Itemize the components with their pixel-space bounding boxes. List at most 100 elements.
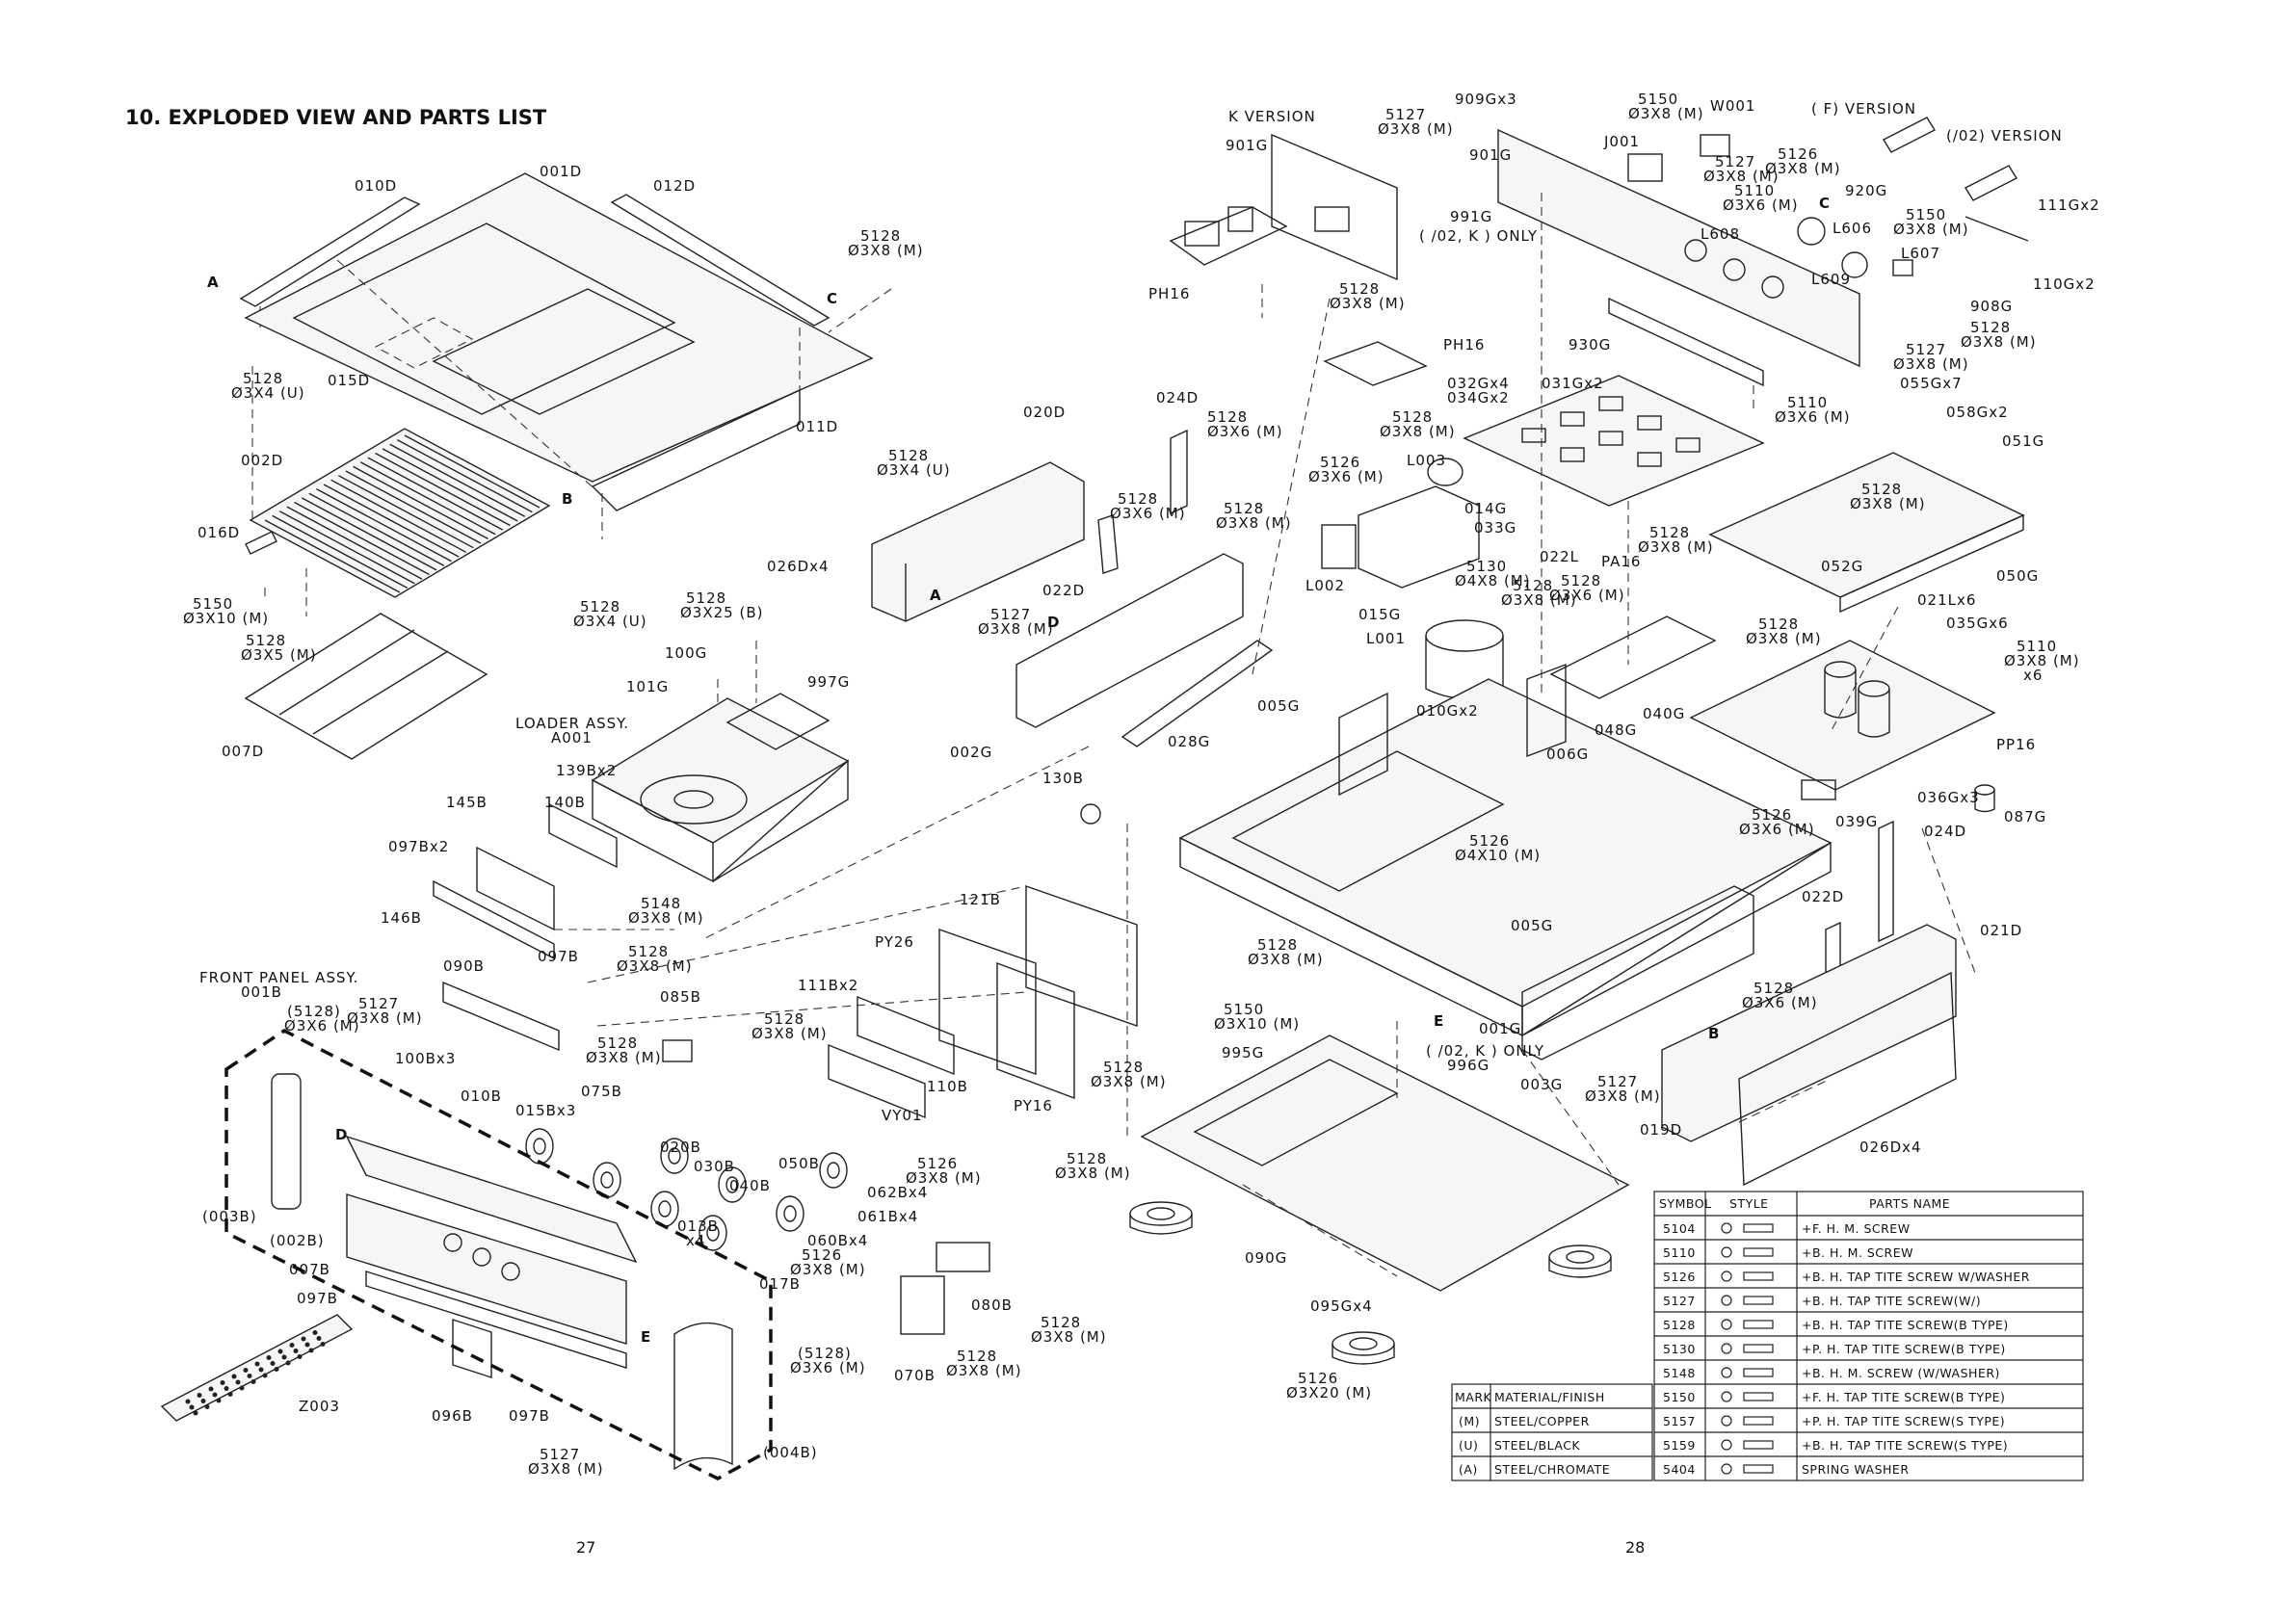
callout-s5127d1: 5127: [1385, 106, 1426, 123]
callout-s5128q2: Ø3X8 (M): [946, 1362, 1022, 1379]
callout-026dx4b: 026Dx4: [1859, 1139, 1922, 1156]
callout-097b1: 097B: [538, 948, 579, 965]
part-010b: [345, 1135, 638, 1264]
rear-panel-left-group: [702, 429, 1274, 940]
callout-s5128u1: 5128: [1392, 408, 1433, 426]
callout-s5128a2: Ø3X8 (M): [848, 242, 924, 259]
callout-s5126e2: Ø3X6 (M): [1739, 821, 1815, 838]
part-pa16: [1463, 375, 1765, 507]
callout-062bx4: 062Bx4: [867, 1184, 928, 1201]
callout-py16: PY16: [1014, 1097, 1053, 1114]
callout-s5126b1: 5126: [802, 1246, 842, 1264]
part-007b-front: [346, 1193, 627, 1345]
part-080b: [936, 1242, 990, 1272]
sym-row-6-symbol: 5148: [1663, 1366, 1696, 1380]
part-003b: [271, 1073, 302, 1210]
part-110g: [1892, 259, 1913, 276]
callout-s5126g2: Ø3X20 (M): [1286, 1384, 1372, 1401]
callout-007b: 007B: [289, 1261, 330, 1278]
sym-row-5-parts-name: +P. H. TAP TITE SCREW(B TYPE): [1802, 1342, 2006, 1356]
callout-s5128p2: Ø3X8 (M): [1031, 1328, 1107, 1346]
part-001d-top-cover: [244, 172, 874, 483]
screw-head-icon: [1721, 1391, 1732, 1402]
callout-s5128c1: 5128: [888, 447, 929, 464]
sym-row-10-parts-name: SPRING WASHER: [1802, 1462, 1910, 1477]
callout-j001: J001: [1603, 133, 1640, 150]
callout-930g: 930G: [1569, 336, 1611, 354]
callout-l001: L001: [1366, 630, 1406, 647]
callout-s5126c1: 5126: [1778, 145, 1818, 163]
callout-048g: 048G: [1595, 721, 1637, 739]
callout-s5128k1: 5128: [628, 943, 669, 960]
callout-014g: 014G: [1464, 500, 1507, 517]
callout-arrowC2: C: [1819, 195, 1831, 212]
callout-arrowB2: B: [1708, 1025, 1720, 1042]
mat-row-2-mark: (A): [1459, 1462, 1478, 1477]
part-096b: [452, 1319, 492, 1378]
part-011d: [591, 388, 801, 511]
callout-034gx2: 034Gx2: [1447, 389, 1510, 406]
screw-shank-icon: [1743, 1271, 1774, 1281]
top-cover-group: [239, 172, 892, 760]
part-146b: [433, 879, 555, 960]
callout-013b: 013B: [677, 1218, 719, 1235]
callout-130b: 130B: [1042, 770, 1084, 787]
callout-901g1: 901G: [1226, 137, 1268, 154]
screw-shank-icon: [1743, 1320, 1774, 1329]
callout-l608: L608: [1701, 225, 1740, 243]
sym-header-parts-name: PARTS NAME: [1869, 1196, 1950, 1211]
mat-row-0-mark: (M): [1459, 1414, 1480, 1428]
part-145b: [476, 846, 555, 931]
part-vy01: [828, 1043, 926, 1119]
callout-040b: 040B: [729, 1177, 771, 1194]
callout-s5150c2: Ø3X8 (M): [1893, 221, 1969, 238]
callout-fver: ( F) VERSION: [1811, 100, 1916, 118]
callout-l607: L607: [1901, 245, 1940, 262]
callout-s5128y2: Ø3X8 (M): [1746, 630, 1822, 647]
sym-row-2-parts-name: +B. H. TAP TITE SCREW W/WASHER: [1802, 1270, 2030, 1284]
callout-028g: 028G: [1168, 733, 1210, 750]
callout-arrowE1: E: [641, 1328, 651, 1346]
part-090g-bottom: [1140, 1035, 1630, 1292]
callout-s5128g1: 5128: [1207, 408, 1248, 426]
part-l002: [1321, 524, 1357, 569]
callout-139bx2: 139Bx2: [556, 762, 617, 779]
callout-s5128b2: Ø3X4 (U): [231, 384, 305, 402]
callout-s5128e1: 5128: [580, 598, 620, 616]
screw-head-icon: [1721, 1367, 1732, 1378]
callout-s5127f1: 5127: [1906, 341, 1946, 358]
callout-arrowD1: D: [1047, 614, 1060, 631]
part-090b: [442, 981, 560, 1052]
screw-shank-icon: [1743, 1464, 1774, 1474]
screw-head-icon: [1721, 1343, 1732, 1354]
callout-051g: 051G: [2002, 432, 2044, 450]
callout-s5126d1: 5126: [1320, 454, 1360, 471]
callout-s5127e2: Ø3X8 (M): [1703, 168, 1780, 185]
callout-x6: x6: [2023, 667, 2043, 684]
screw-head-icon: [1721, 1270, 1732, 1282]
remote-buttons: [185, 1330, 326, 1416]
sym-row-8-symbol: 5157: [1663, 1414, 1696, 1428]
callout-016d: 016D: [198, 524, 240, 541]
callout-arrowA2: A: [930, 587, 942, 604]
callout-061bx4: 061Bx4: [857, 1208, 918, 1225]
callout-s5128f2: Ø3X25 (B): [680, 604, 763, 621]
callout-111bx2: 111Bx2: [798, 977, 858, 994]
callout-058gx2: 058Gx2: [1946, 404, 2009, 421]
sym-row-9-parts-name: +B. H. TAP TITE SCREW(S TYPE): [1802, 1438, 2008, 1453]
screw-shank-icon: [1743, 1440, 1774, 1450]
callout-arrowB1: B: [562, 490, 573, 508]
part-py16: [996, 961, 1075, 1100]
callout-s5150b1: 5150: [1638, 91, 1678, 108]
callout-s5148a1: 5148: [641, 895, 681, 912]
screw-head-icon: [1721, 1319, 1732, 1330]
callout-02konly2: ( /02, K ) ONLY: [1426, 1042, 1544, 1060]
callout-022d1: 022D: [1042, 582, 1085, 599]
screw-shank-icon: [1743, 1344, 1774, 1353]
mat-row-1-mark: (U): [1459, 1438, 1478, 1453]
callout-s5126a1: 5126: [917, 1155, 958, 1172]
callout-s5127f2: Ø3X8 (M): [1893, 355, 1969, 373]
part-140b: [548, 802, 618, 869]
